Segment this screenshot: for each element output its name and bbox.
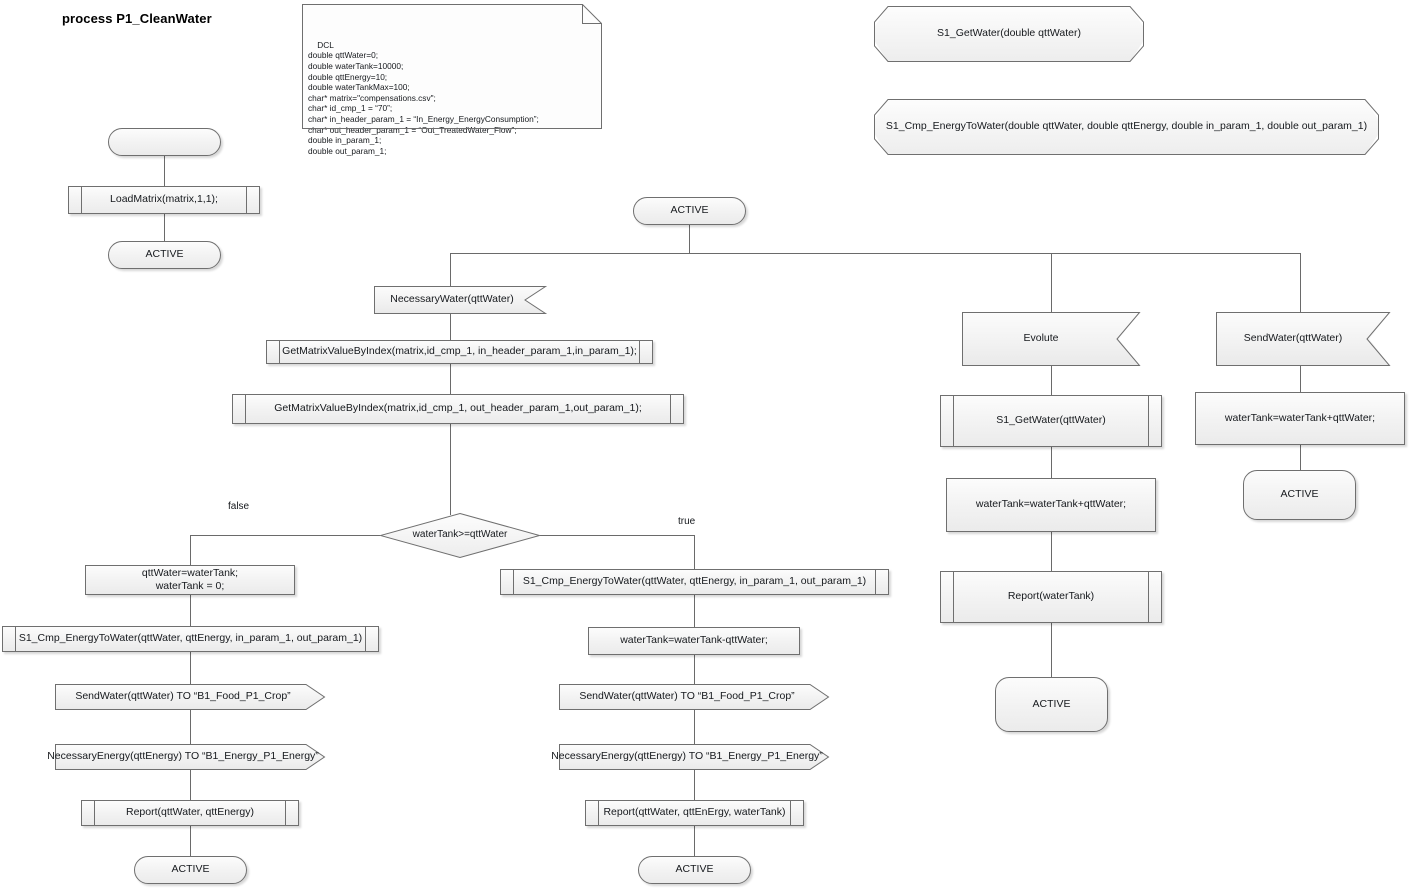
procedure-s1-get-water[interactable]: S1_GetWater(qttWater) (940, 395, 1162, 447)
connector (1300, 253, 1301, 312)
output-signal-send-water-true[interactable]: SendWater(qttWater) TO “B1_Food_P1_Crop” (559, 684, 830, 710)
procedure-get-matrix-out-param[interactable]: GetMatrixValueByIndex(matrix,id_cmp_1, o… (232, 394, 684, 424)
procedure-report-true-label: Report(qttWater, qttEnErgy, waterTank) (603, 806, 786, 819)
state-active-true-path[interactable]: ACTIVE (638, 856, 751, 884)
task-assign-watertank-plus-evolute-label: waterTank=waterTank+qttWater; (975, 498, 1127, 511)
input-signal-necessary-water-label: NecessaryWater(qttWater) (390, 293, 514, 306)
state-active-sendwater-label: ACTIVE (1280, 488, 1319, 501)
procedure-get-matrix-out-param-label: GetMatrixValueByIndex(matrix,id_cmp_1, o… (274, 402, 642, 415)
input-signal-evolute[interactable]: Evolute (962, 312, 1141, 366)
procedure-s1-get-water-label: S1_GetWater(qttWater) (996, 414, 1106, 427)
state-active-true-path-label: ACTIVE (675, 863, 714, 876)
connector (190, 652, 191, 684)
connector (190, 595, 191, 626)
input-signal-send-water[interactable]: SendWater(qttWater) (1216, 312, 1391, 366)
state-active-init[interactable]: ACTIVE (108, 241, 221, 269)
output-signal-necessary-energy-true[interactable]: NecessaryEnergy(qttEnergy) TO “B1_Energy… (551, 744, 830, 770)
connector (190, 826, 191, 856)
connector (1051, 623, 1052, 677)
output-signal-send-water-true-label: SendWater(qttWater) TO “B1_Food_P1_Crop” (579, 690, 795, 703)
connector (694, 655, 695, 684)
state-active-sendwater[interactable]: ACTIVE (1243, 470, 1356, 520)
input-signal-evolute-label: Evolute (1023, 332, 1059, 345)
procedure-report-false-label: Report(qttWater, qttEnergy) (126, 806, 254, 819)
connector (1051, 253, 1052, 312)
connector (694, 710, 695, 744)
connector (190, 710, 191, 744)
signal-declaration-cmp-energy-to-water: S1_Cmp_EnergyToWater(double qttWater, do… (874, 99, 1379, 155)
connector (694, 826, 695, 856)
connector (1051, 366, 1052, 395)
main-state-active[interactable]: ACTIVE (633, 197, 746, 225)
connector (450, 253, 451, 286)
connector (1300, 366, 1301, 392)
state-active-init-label: ACTIVE (145, 248, 184, 261)
task-assign-watertank-plus-sendwater-label: waterTank=waterTank+qttWater; (1224, 411, 1376, 424)
state-active-evolute-label: ACTIVE (1032, 697, 1071, 710)
decision-label: waterTank>=qttWater (412, 529, 508, 541)
connector (689, 225, 690, 253)
procedure-cmp-energy-to-water-true-label: S1_Cmp_EnergyToWater(qttWater, qttEnergy… (522, 575, 867, 588)
decision-true-label: true (678, 516, 696, 527)
task-assign-watertank-plus-sendwater[interactable]: waterTank=waterTank+qttWater; (1195, 392, 1405, 445)
output-signal-necessary-energy-true-label: NecessaryEnergy(qttEnergy) TO “B1_Energy… (551, 750, 823, 763)
procedure-report-evolute[interactable]: Report(waterTank) (940, 571, 1162, 623)
decision-false-label: false (228, 501, 250, 512)
procedure-load-matrix[interactable]: LoadMatrix(matrix,1,1); (68, 186, 260, 214)
procedure-get-matrix-in-param-label: GetMatrixValueByIndex(matrix,id_cmp_1, i… (282, 345, 637, 358)
connector (1051, 532, 1052, 571)
task-assign-watertank-plus-evolute[interactable]: waterTank=waterTank+qttWater; (946, 478, 1156, 532)
connector (694, 770, 695, 800)
declaration-note: DCL double qttWater=0; double waterTank=… (302, 4, 602, 156)
connector (190, 770, 191, 800)
output-signal-necessary-energy-false[interactable]: NecessaryEnergy(qttEnergy) TO “B1_Energy… (47, 744, 326, 770)
procedure-cmp-energy-to-water-true[interactable]: S1_Cmp_EnergyToWater(qttWater, qttEnergy… (500, 569, 889, 595)
task-assign-watertank-minus[interactable]: waterTank=waterTank-qttWater; (588, 627, 800, 655)
state-active-false-path[interactable]: ACTIVE (134, 856, 247, 884)
procedure-load-matrix-label: LoadMatrix(matrix,1,1); (110, 193, 218, 206)
task-assign-qttwater-watertank[interactable]: qttWater=waterTank; waterTank = 0; (85, 565, 295, 595)
signal-declaration-label: S1_Cmp_EnergyToWater(double qttWater, do… (885, 120, 1368, 133)
signal-declaration-label: S1_GetWater(double qttWater) (937, 27, 1081, 40)
procedure-cmp-energy-to-water-false[interactable]: S1_Cmp_EnergyToWater(qttWater, qttEnergy… (2, 626, 379, 652)
connector-fanout (450, 253, 1301, 254)
procedure-cmp-energy-to-water-false-label: S1_Cmp_EnergyToWater(qttWater, qttEnergy… (18, 632, 363, 645)
connector (1300, 445, 1301, 470)
input-signal-send-water-label: SendWater(qttWater) (1243, 332, 1343, 345)
procedure-report-false[interactable]: Report(qttWater, qttEnergy) (81, 800, 299, 826)
main-state-active-label: ACTIVE (670, 204, 709, 217)
output-signal-necessary-energy-false-label: NecessaryEnergy(qttEnergy) TO “B1_Energy… (47, 750, 319, 763)
connector (450, 364, 451, 394)
connector-true (540, 535, 695, 536)
output-signal-send-water-false-label: SendWater(qttWater) TO “B1_Food_P1_Crop” (75, 690, 291, 703)
connector (164, 156, 165, 186)
task-assign-watertank-minus-label: waterTank=waterTank-qttWater; (620, 634, 768, 647)
connector (450, 314, 451, 340)
connector-false (190, 535, 191, 565)
signal-declaration-get-water: S1_GetWater(double qttWater) (874, 6, 1144, 62)
decision-water-tank[interactable]: waterTank>=qttWater (378, 512, 542, 559)
procedure-get-matrix-in-param[interactable]: GetMatrixValueByIndex(matrix,id_cmp_1, i… (266, 340, 653, 364)
procedure-report-evolute-label: Report(waterTank) (1007, 590, 1095, 603)
input-signal-necessary-water[interactable]: NecessaryWater(qttWater) (374, 286, 548, 314)
procedure-report-true[interactable]: Report(qttWater, qttEnErgy, waterTank) (585, 800, 804, 826)
connector (1051, 447, 1052, 478)
connector-true (694, 535, 695, 569)
state-active-false-path-label: ACTIVE (171, 863, 210, 876)
connector-false (190, 535, 380, 536)
state-active-evolute[interactable]: ACTIVE (995, 677, 1108, 732)
connector (450, 424, 451, 515)
task-assign-label: qttWater=waterTank; waterTank = 0; (141, 566, 239, 592)
page-title: process P1_CleanWater (62, 11, 212, 26)
start-state[interactable] (108, 128, 221, 156)
connector (694, 595, 695, 627)
output-signal-send-water-false[interactable]: SendWater(qttWater) TO “B1_Food_P1_Crop” (55, 684, 326, 710)
connector (164, 214, 165, 241)
